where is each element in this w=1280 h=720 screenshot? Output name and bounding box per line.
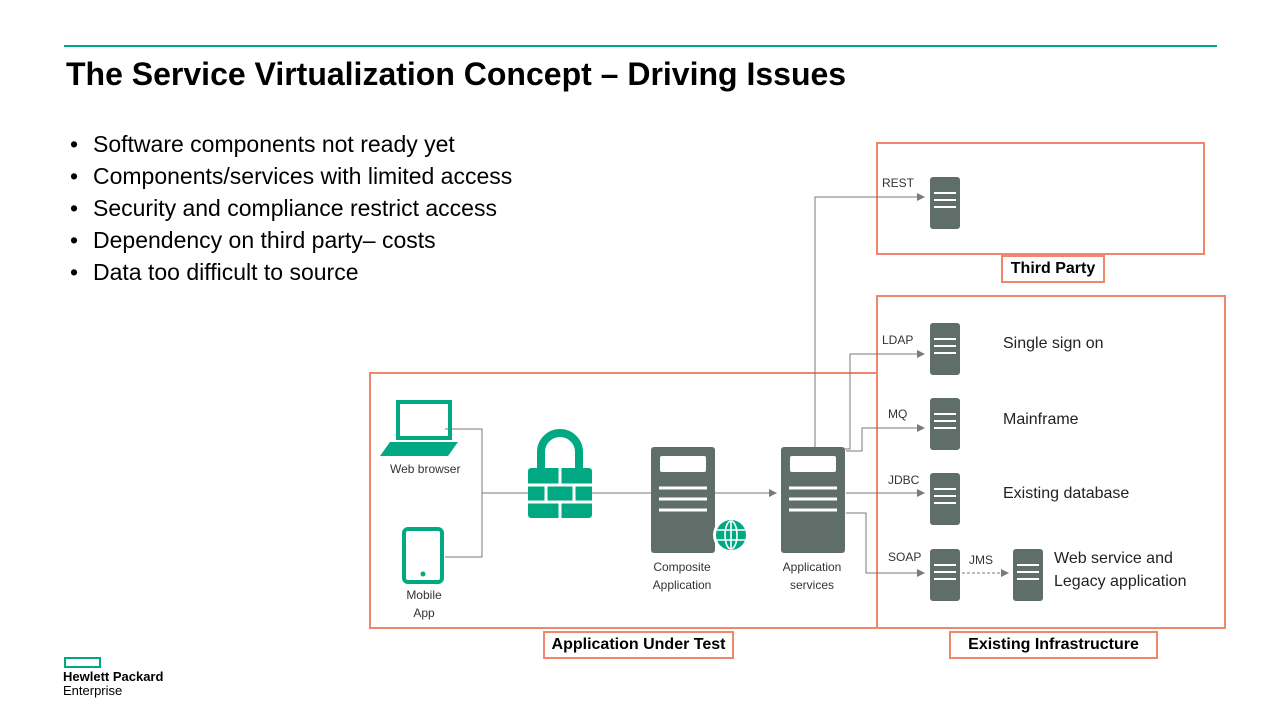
application-services-server-icon <box>781 447 845 553</box>
jdbc-server-icon <box>930 473 960 525</box>
hpe-logo-text-line2: Enterprise <box>63 683 123 698</box>
bullet-item: Data too difficult to source <box>70 256 512 288</box>
web-service-label-line2: Legacy application <box>1054 573 1187 590</box>
laptop-icon <box>380 400 458 456</box>
legacy-server-icon <box>1013 549 1043 601</box>
application-under-test-box <box>369 372 878 629</box>
application-under-test-caption: Application Under Test <box>543 631 734 659</box>
bullet-item: Dependency on third party– costs <box>70 224 512 256</box>
existing-infrastructure-caption: Existing Infrastructure <box>949 631 1158 659</box>
third-party-caption: Third Party <box>1001 255 1105 283</box>
bullet-item: Components/services with limited access <box>70 160 512 192</box>
slide-title: The Service Virtualization Concept – Dri… <box>66 56 847 92</box>
web-service-label-line1: Web service and <box>1054 550 1173 567</box>
composite-application-label: Composite Application <box>652 560 712 592</box>
existing-database-label: Existing database <box>1003 485 1130 502</box>
mq-protocol-label: MQ <box>888 407 908 421</box>
ldap-server-icon <box>930 323 960 375</box>
rest-protocol-label: REST <box>882 176 915 190</box>
top-accent-rule <box>64 45 1217 47</box>
third-party-box <box>876 142 1205 255</box>
mainframe-label: Mainframe <box>1003 411 1079 428</box>
hpe-logo-mark <box>64 657 101 668</box>
ldap-protocol-label: LDAP <box>882 333 914 347</box>
soap-server-icon <box>930 549 960 601</box>
globe-icon <box>713 517 749 553</box>
soap-protocol-label: SOAP <box>888 550 922 564</box>
application-services-label: Application services <box>782 560 842 592</box>
web-browser-label: Web browser <box>390 462 461 476</box>
bullet-item: Software components not ready yet <box>70 128 512 160</box>
firewall-lock-icon <box>528 429 592 518</box>
bullet-item: Security and compliance restrict access <box>70 192 512 224</box>
bullet-list: Software components not ready yet Compon… <box>70 128 512 288</box>
mobile-phone-icon <box>402 527 444 584</box>
jdbc-protocol-label: JDBC <box>888 473 920 487</box>
connector-lines <box>445 193 1009 577</box>
composite-server-icon <box>651 447 715 553</box>
jms-protocol-label: JMS <box>969 553 993 567</box>
rest-server-icon <box>930 177 960 229</box>
hpe-logo-text-line1: Hewlett Packard <box>63 669 164 684</box>
mobile-app-label: Mobile App <box>406 588 442 620</box>
mq-server-icon <box>930 398 960 450</box>
single-sign-on-label: Single sign on <box>1003 335 1104 352</box>
